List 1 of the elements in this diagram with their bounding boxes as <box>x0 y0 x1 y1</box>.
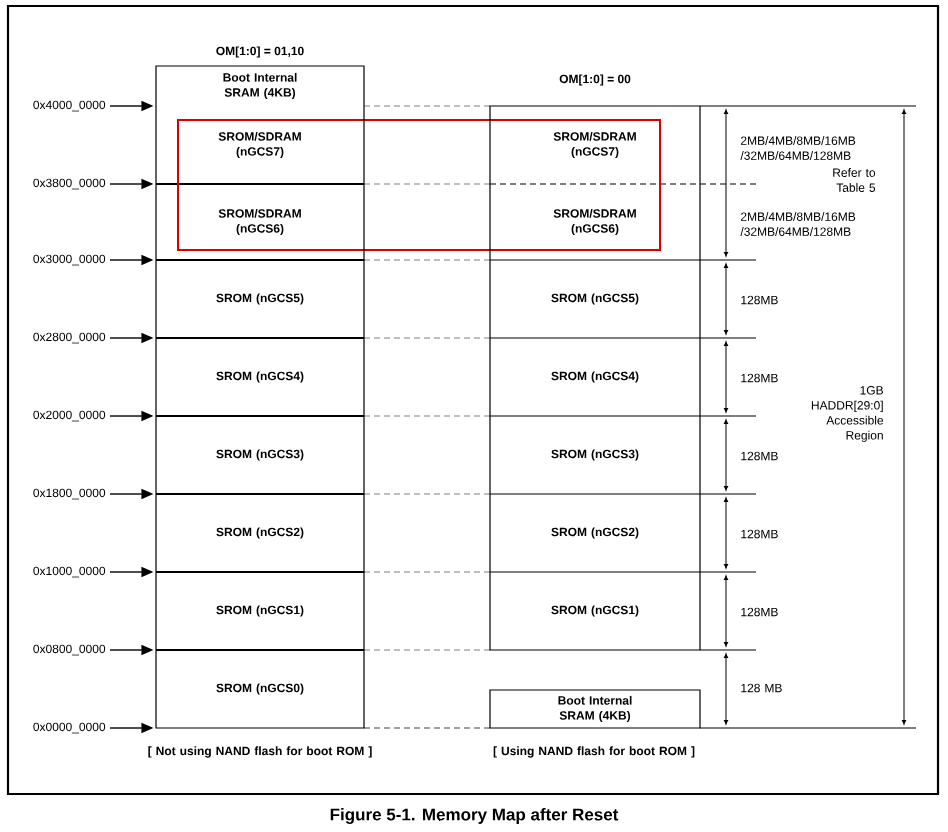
caption: Figure 5-1. Memory Map after Reset <box>330 808 619 824</box>
